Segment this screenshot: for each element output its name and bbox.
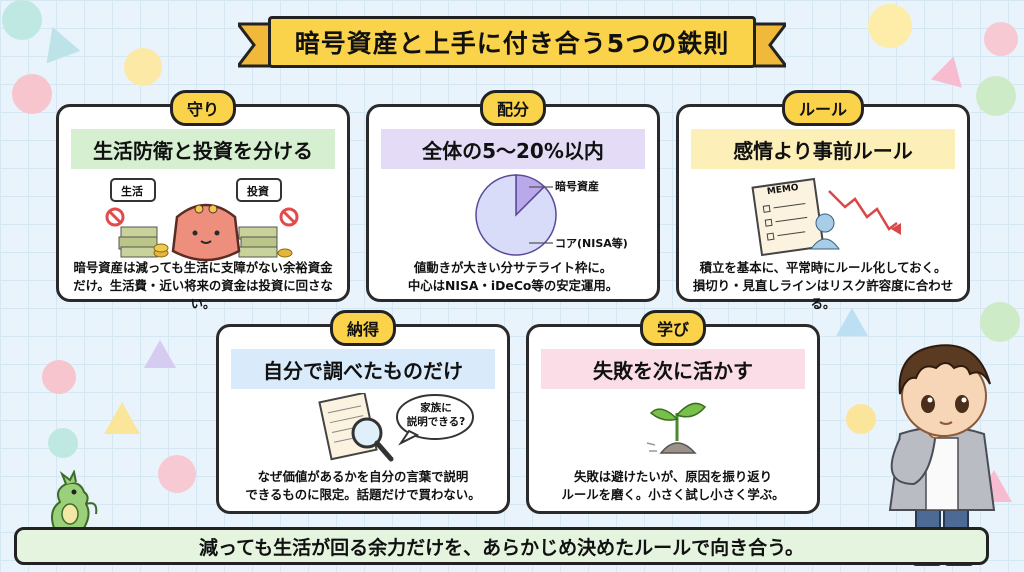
deco-circle: [124, 48, 162, 86]
card-desc: なぜ価値があるかを自分の言葉で説明 できるものに限定。話題だけで買わない。: [245, 469, 481, 502]
deco-circle: [2, 0, 42, 40]
card-allocation: 配分 全体の5〜20%以内 暗号資産 コア(NISA等) 値動きが大きい分サテラ…: [366, 90, 660, 302]
card-heading: 生活防衛と投資を分ける: [71, 129, 335, 169]
card-heading: 感情より事前ルール: [691, 129, 955, 169]
deco-circle: [158, 455, 196, 493]
pie-slice: [475, 174, 557, 256]
memo-illustration: MEMO: [679, 173, 967, 285]
deco-triangle: [930, 52, 970, 88]
deco-triangle: [836, 308, 868, 336]
footer-message: 減っても生活が回る余力だけを、あらかじめ決めたルールで向き合う。: [14, 527, 989, 565]
card-learning: 学び 失敗を次に活かす 失敗は避けたいが、原因を振り返り ルールを磨く。小さく試…: [526, 310, 820, 514]
card-defense: 守り 生活防衛と投資を分ける 生活 投資: [56, 90, 350, 311]
research-illustration: 家族に 説明できる?: [219, 391, 507, 473]
speech-bubble: [396, 394, 474, 440]
deco-triangle: [144, 340, 176, 368]
deco-circle: [12, 74, 52, 114]
deco-circle: [984, 22, 1018, 56]
card-desc: 積立を基本に、平常時にルール化しておく。 損切り・見直しラインはリスク許容度に合…: [692, 260, 954, 311]
prohibited-icon: [279, 207, 299, 227]
deco-circle: [980, 302, 1020, 342]
sprout-icon: [646, 402, 707, 454]
deco-circle: [976, 76, 1016, 116]
card-tag: 守り: [169, 90, 237, 126]
card-desc: 失敗は避けたいが、原因を振り返り ルールを磨く。小さく試し小さく学ぶ。: [561, 469, 785, 502]
dragon-mascot-icon: [51, 470, 98, 529]
bubble-text: 家族に 説明できる?: [406, 402, 466, 428]
deco-triangle: [35, 20, 81, 64]
card-heading: 全体の5〜20%以内: [381, 129, 645, 169]
person-icon: [810, 213, 840, 250]
card-desc: 値動きが大きい分サテライト枠に。 中心はNISA・iDeCo等の安定運用。: [407, 260, 619, 293]
wallet-illustration: 生活 投資: [59, 173, 347, 285]
cash-icon: [118, 226, 169, 258]
cash-icon: [238, 226, 293, 258]
card-understanding: 納得 自分で調べたものだけ 家族に 説明できる? なぜ価値があるかを自分の言葉で…: [216, 310, 510, 514]
card-tag: 納得: [329, 310, 397, 346]
magnifier-icon: [351, 417, 394, 462]
card-heading: 失敗を次に活かす: [541, 349, 805, 389]
card-tag: 学び: [639, 310, 707, 346]
label-investment: 投資: [247, 185, 269, 198]
card-rules: ルール 感情より事前ルール MEMO 積立を基本に、平常時にルール化しておく。 …: [676, 90, 970, 311]
allocation-pie-chart: 暗号資産 コア(NISA等): [369, 173, 657, 285]
deco-circle: [846, 404, 876, 434]
pie-label-core: コア(NISA等): [555, 237, 628, 250]
card-tag: 配分: [479, 90, 547, 126]
page-title: 暗号資産と上手に付き合う5つの鉄則: [268, 16, 756, 68]
deco-circle: [42, 360, 76, 394]
memo-icon: [751, 177, 825, 257]
deco-circle: [48, 428, 78, 458]
wallet-icon: [171, 203, 241, 262]
deco-triangle: [104, 402, 140, 434]
falling-chart-icon: [828, 190, 898, 231]
card-tag: ルール: [781, 90, 865, 126]
pie-label-crypto: 暗号資産: [555, 180, 599, 193]
prohibited-icon: [105, 207, 125, 227]
deco-circle: [868, 4, 912, 48]
sprout-illustration: [529, 393, 817, 473]
label-living: 生活: [121, 185, 143, 198]
card-desc: 暗号資産は減っても生活に支障がない余裕資金 だけ。生活費・近い将来の資金は投資に…: [73, 260, 333, 311]
card-heading: 自分で調べたものだけ: [231, 349, 495, 389]
